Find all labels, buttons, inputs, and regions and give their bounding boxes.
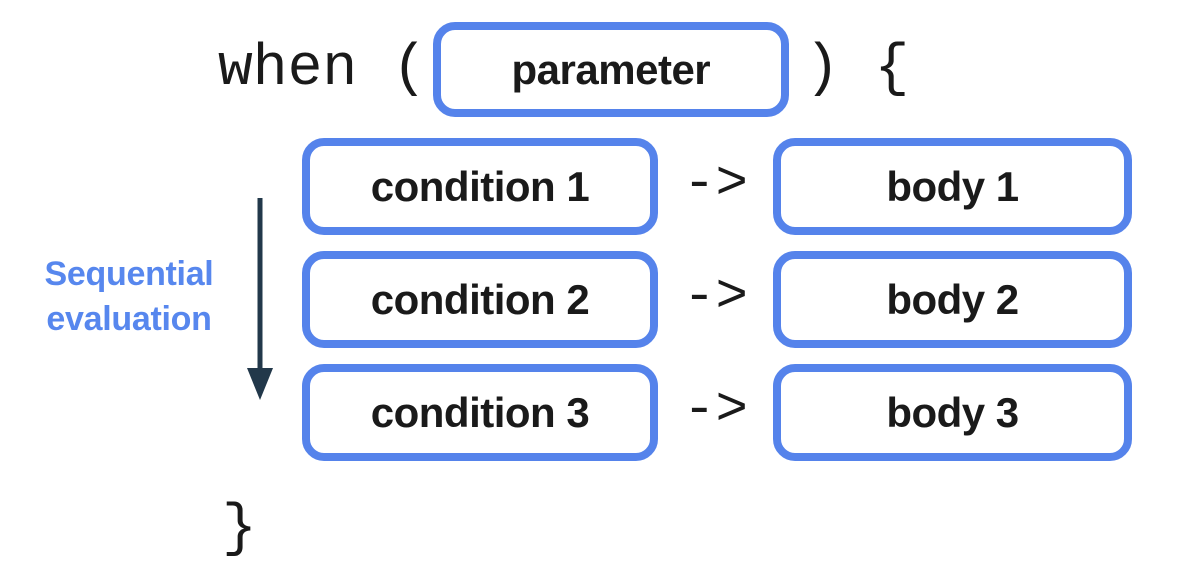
body-2-box: body 2 (773, 251, 1132, 348)
when-branch-row-3: condition 3 -> body 3 (302, 364, 1132, 461)
when-branch-row-1: condition 1 -> body 1 (302, 138, 1132, 235)
condition-2-box: condition 2 (302, 251, 658, 348)
parameter-box: parameter (432, 22, 789, 117)
close-paren-open-brace-code: ) { (804, 37, 910, 102)
down-arrow-icon (247, 198, 273, 400)
arrow-operator-2: -> (683, 267, 748, 328)
body-1-label: body 1 (886, 162, 1019, 210)
sequential-evaluation-line1: Sequential (44, 255, 214, 293)
body-2-label: body 2 (886, 275, 1019, 323)
when-header-line: when ( parameter ) { (218, 22, 909, 117)
body-3-label: body 3 (886, 388, 1019, 436)
condition-1-box: condition 1 (302, 138, 658, 235)
sequential-evaluation-line2: evaluation (46, 300, 212, 338)
condition-3-label: condition 3 (370, 388, 590, 436)
parameter-label: parameter (511, 45, 711, 93)
arrow-operator-3: -> (683, 380, 748, 441)
arrow-operator-1: -> (683, 154, 748, 215)
condition-3-box: condition 3 (302, 364, 658, 461)
when-branch-row-2: condition 2 -> body 2 (302, 251, 1132, 348)
body-1-box: body 1 (773, 138, 1132, 235)
condition-1-label: condition 1 (370, 162, 590, 210)
when-keyword-code: when ( (218, 37, 427, 102)
closing-brace-code: } (222, 497, 257, 562)
sequential-evaluation-label: Sequential evaluation (26, 252, 232, 342)
body-3-box: body 3 (773, 364, 1132, 461)
condition-2-label: condition 2 (370, 275, 590, 323)
